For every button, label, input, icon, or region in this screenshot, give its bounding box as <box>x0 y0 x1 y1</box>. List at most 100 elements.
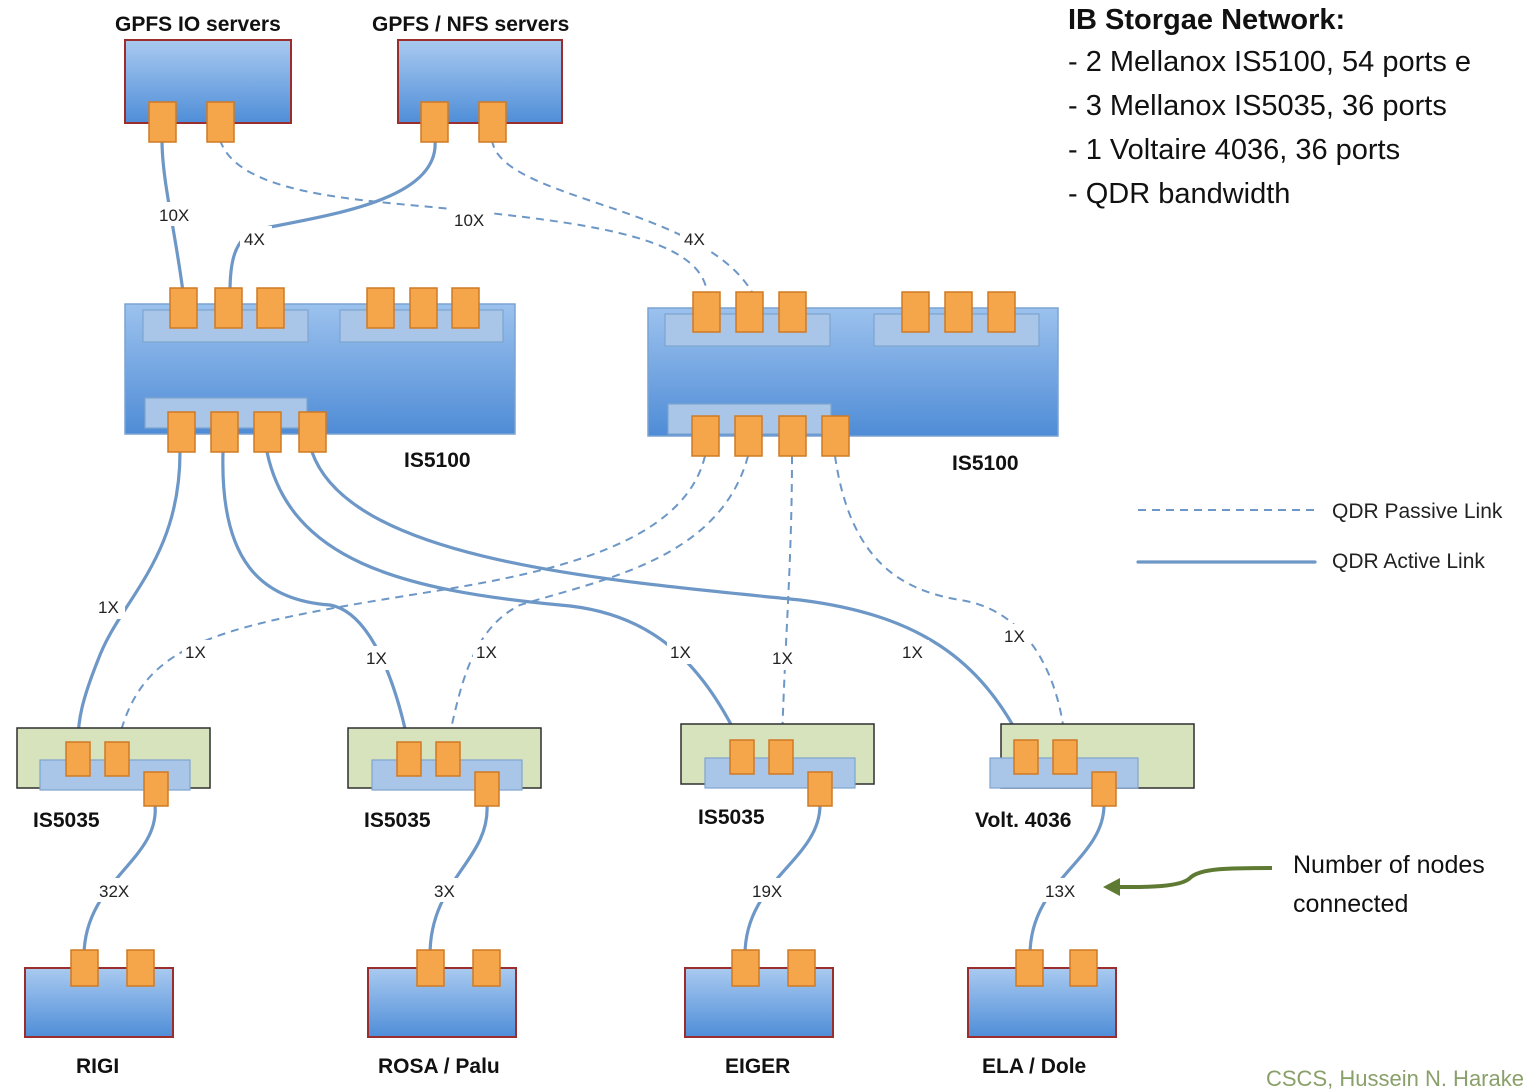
port <box>735 291 764 333</box>
port <box>148 101 177 143</box>
port <box>253 411 282 453</box>
legend-active-label: QDR Active Link <box>1332 550 1485 573</box>
port <box>409 287 438 329</box>
edge-switch-4 <box>989 723 1195 807</box>
port <box>169 287 198 329</box>
passive-link-nfs-to-core2 <box>491 139 753 293</box>
links <box>76 138 1106 957</box>
port <box>778 415 807 457</box>
annotation-arrowhead-icon <box>1103 878 1120 896</box>
port <box>1069 949 1098 987</box>
port <box>70 949 99 987</box>
port <box>478 101 507 143</box>
port <box>691 415 720 457</box>
core-switch-2-label: IS5100 <box>952 452 1019 475</box>
active-link-core1-to-edge4 <box>310 450 1024 744</box>
port <box>256 287 285 329</box>
gpfs-nfs-label: GPFS / NFS servers <box>372 13 569 36</box>
port <box>472 949 501 987</box>
node-count-label: 19X <box>752 882 782 901</box>
port <box>768 739 794 775</box>
port <box>778 291 807 333</box>
node-count-label: 3X <box>434 882 455 901</box>
node-count-labels: 32X 3X 19X 13X <box>96 878 1082 902</box>
footer-credit: CSCS, Hussein N. Harake <box>1266 1066 1524 1091</box>
edge-switch-2 <box>347 727 542 807</box>
cluster-ela <box>967 949 1117 1038</box>
port <box>1013 739 1039 775</box>
uplink-label: 4X <box>244 230 265 249</box>
core-switch-2 <box>647 291 1059 457</box>
active-link-edge2-to-rosa <box>428 803 489 957</box>
active-link-nfs-to-core1 <box>228 138 437 294</box>
core-switch-1 <box>124 287 516 453</box>
port <box>298 411 327 453</box>
passive-link-core2-to-edge4 <box>834 455 1066 743</box>
active-link-core1-to-edge3 <box>265 450 742 744</box>
port <box>731 949 760 987</box>
active-link-edge3-to-eiger <box>743 803 822 957</box>
core-switch-1-label: IS5100 <box>404 449 471 472</box>
port <box>474 771 500 807</box>
port <box>734 415 763 457</box>
port <box>729 739 755 775</box>
edge-link-label: 1X <box>772 649 793 668</box>
info-item: - QDR bandwidth <box>1068 178 1291 210</box>
edge-link-labels: 1X 1X 1X 1X 1X 1X 1X 1X <box>95 595 1031 670</box>
nodes-annotation: Number of nodes connected <box>1103 851 1485 918</box>
port <box>807 771 833 807</box>
edge-switch-3-label: IS5035 <box>698 806 765 829</box>
uplink-label: 4X <box>684 230 705 249</box>
port <box>944 291 973 333</box>
port <box>214 287 243 329</box>
cluster-rosa-label: ROSA / Palu <box>378 1055 500 1078</box>
active-link-core1-to-edge2 <box>221 450 410 744</box>
info-item: - 1 Voltaire 4036, 36 ports <box>1068 134 1401 166</box>
port <box>65 741 91 777</box>
legend: QDR Passive Link QDR Active Link <box>1136 500 1503 573</box>
port <box>787 949 816 987</box>
port <box>420 101 449 143</box>
node-count-label: 32X <box>99 882 129 901</box>
edge-link-label: 1X <box>185 643 206 662</box>
port <box>167 411 196 453</box>
annotation-line1: Number of nodes <box>1293 851 1485 879</box>
port <box>692 291 721 333</box>
port <box>435 741 461 777</box>
port <box>416 949 445 987</box>
info-item: - 2 Mellanox IS5100, 54 ports e <box>1068 46 1472 78</box>
cluster-rigi <box>24 949 174 1038</box>
edge-switch-4-label: Volt. 4036 <box>975 809 1072 832</box>
cluster-rosa <box>367 949 517 1038</box>
uplink-label: 10X <box>159 206 189 225</box>
edge-link-label: 1X <box>98 598 119 617</box>
edge-link-label: 1X <box>366 649 387 668</box>
active-link-edge4-to-ela <box>1028 803 1106 957</box>
info-item: - 3 Mellanox IS5035, 36 ports <box>1068 90 1447 122</box>
port <box>1015 949 1044 987</box>
info-block: IB Storgae Network: - 2 Mellanox IS5100,… <box>1068 0 1529 216</box>
uplink-labels: 10X 4X 10X 4X <box>155 202 712 250</box>
uplink-label: 10X <box>454 211 484 230</box>
legend-passive-label: QDR Passive Link <box>1332 500 1503 523</box>
annotation-arrow-icon <box>1114 866 1273 890</box>
port <box>451 287 480 329</box>
edge-switch-1-label: IS5035 <box>33 809 100 832</box>
active-link-core1-to-edge1 <box>76 450 182 744</box>
port <box>126 949 155 987</box>
passive-link-core2-to-edge2 <box>447 455 749 743</box>
gpfs-io-server <box>124 39 292 143</box>
gpfs-nfs-server <box>397 39 563 143</box>
port <box>396 741 422 777</box>
edge-switch-1 <box>16 727 211 807</box>
edge-link-label: 1X <box>1004 627 1025 646</box>
port <box>206 101 235 143</box>
port <box>901 291 930 333</box>
passive-link-io-to-core2 <box>219 139 708 293</box>
port <box>1091 771 1117 807</box>
port <box>143 771 169 807</box>
edge-link-label: 1X <box>476 643 497 662</box>
port <box>1052 739 1078 775</box>
node-count-label: 13X <box>1045 882 1075 901</box>
edge-switch-2-label: IS5035 <box>364 809 431 832</box>
